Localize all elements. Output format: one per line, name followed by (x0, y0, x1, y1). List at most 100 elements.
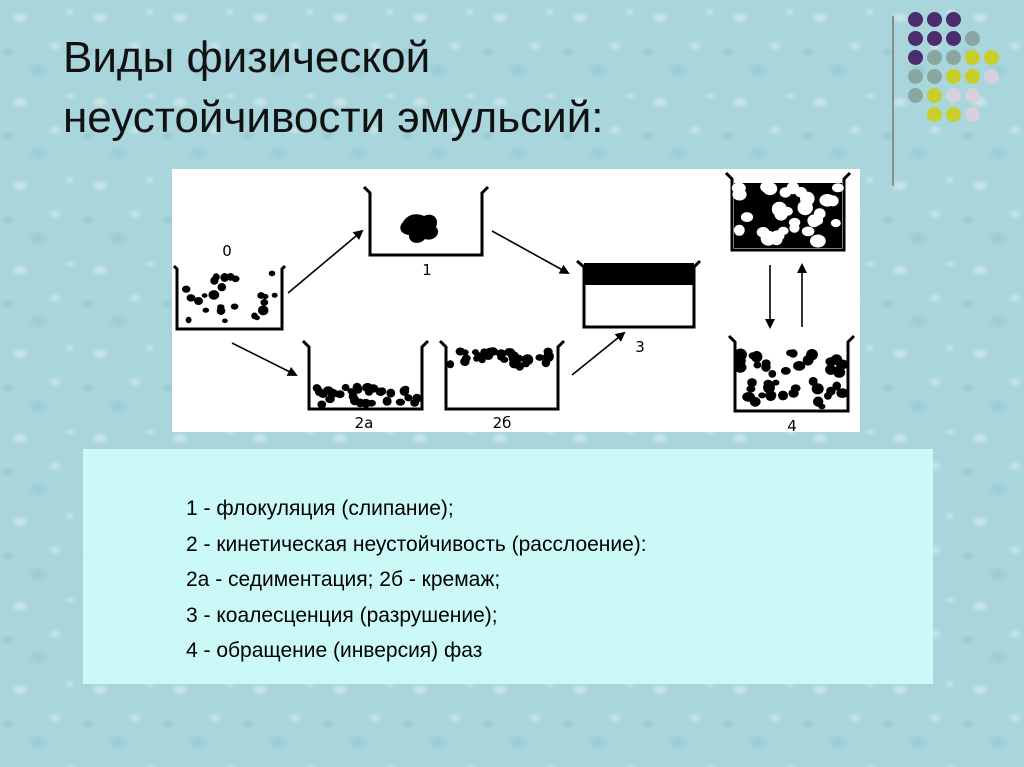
droplet (810, 234, 826, 248)
droplet (460, 357, 470, 367)
diagram-svg: 0 1 2а 2б 3 (172, 171, 856, 432)
legend-item-flocculation: 1 - флокуляция (слипание); (186, 497, 454, 520)
droplet (771, 201, 788, 217)
droplet (806, 349, 818, 361)
droplet (765, 390, 776, 402)
droplet (819, 194, 836, 207)
droplet (761, 359, 771, 367)
beaker-2b-cream (446, 347, 554, 371)
label-state-2a: 2а (355, 414, 374, 432)
decorative-dot (965, 88, 980, 103)
beaker-state-2b: 2б (438, 339, 566, 432)
droplet (830, 219, 841, 228)
decorative-dot (965, 69, 980, 84)
droplet (801, 226, 815, 237)
droplet (772, 379, 780, 386)
vertical-divider (892, 16, 894, 186)
droplet (788, 388, 799, 398)
droplet (268, 270, 276, 277)
legend-item-sedimentation-creaming: 2а - седиментация; 2б - кремаж; (186, 568, 501, 591)
droplet (222, 318, 228, 324)
droplet (341, 383, 350, 392)
decorative-dot (984, 69, 999, 84)
droplet (793, 361, 806, 371)
droplet (367, 399, 376, 407)
droplet (831, 354, 843, 366)
droplet (367, 384, 379, 393)
beaker-4-bottom-droplets (733, 348, 849, 410)
droplet (353, 384, 363, 394)
decorative-dot (927, 88, 942, 103)
droplet (382, 396, 392, 406)
droplet (742, 392, 755, 402)
separated-oil-layer (584, 263, 694, 285)
decorative-dot (984, 107, 999, 122)
decorative-dot (927, 31, 942, 46)
title-line-2: неустойчивости эмульсий: (63, 93, 604, 142)
droplet (355, 398, 365, 408)
droplet (807, 214, 821, 228)
droplet (472, 349, 479, 356)
droplet (778, 390, 788, 401)
droplet (446, 360, 455, 369)
droplet (220, 273, 229, 282)
beaker-0-droplets (182, 270, 278, 324)
droplet (522, 354, 534, 365)
arrow-1-to-3 (491, 230, 570, 274)
beaker-state-1: 1 (362, 185, 490, 279)
droplet (230, 303, 239, 310)
droplet (386, 388, 396, 398)
droplet (740, 212, 754, 223)
decorative-dot (965, 12, 980, 27)
droplet (746, 385, 756, 393)
decorative-dot (927, 107, 942, 122)
emulsion-diagram: 0 1 2а 2б 3 (172, 169, 860, 432)
droplet (734, 355, 746, 366)
decorative-dot (984, 31, 999, 46)
droplet (753, 361, 762, 369)
decorative-dot (908, 69, 923, 84)
beaker-state-3: 3 (576, 259, 702, 356)
droplet (780, 367, 791, 375)
droplet (832, 183, 844, 193)
decorative-dot (946, 69, 961, 84)
decorative-dot (908, 50, 923, 65)
droplet (318, 390, 328, 398)
beaker-2a-sediment (312, 382, 422, 409)
droplet (478, 357, 486, 364)
decorative-dot (946, 50, 961, 65)
droplet (732, 188, 747, 201)
droplet (832, 381, 841, 391)
decorative-dot (908, 88, 923, 103)
decorative-dot (984, 12, 999, 27)
droplet (811, 383, 824, 395)
droplet (514, 354, 524, 362)
droplet (748, 352, 758, 360)
droplet (212, 273, 220, 281)
droplet (461, 349, 469, 356)
droplet (733, 224, 745, 236)
beaker-state-4-top (724, 171, 852, 252)
droplet (257, 292, 265, 299)
droplet (182, 285, 191, 293)
droplet (412, 393, 422, 403)
decorative-dot (908, 12, 923, 27)
legend-item-phase-inversion: 4 - обращение (инверсия) фаз (186, 639, 483, 662)
droplet (404, 394, 413, 402)
legend-item-coalescence: 3 - коалесценция (разрушение); (186, 603, 498, 627)
flocculated-cluster (400, 214, 439, 243)
droplet (254, 315, 260, 321)
droplet (789, 223, 800, 233)
decorative-dot (927, 50, 942, 65)
droplet (762, 182, 778, 196)
arrow-0-to-1 (287, 229, 364, 294)
label-state-2b: 2б (493, 414, 512, 432)
droplet (473, 355, 481, 362)
decorative-dot (927, 69, 942, 84)
decorative-dot (946, 107, 961, 122)
title-line-1: Виды физической (63, 33, 431, 82)
droplet (504, 348, 514, 357)
droplet (779, 187, 792, 198)
decorative-dot (927, 12, 942, 27)
droplet (312, 384, 322, 393)
